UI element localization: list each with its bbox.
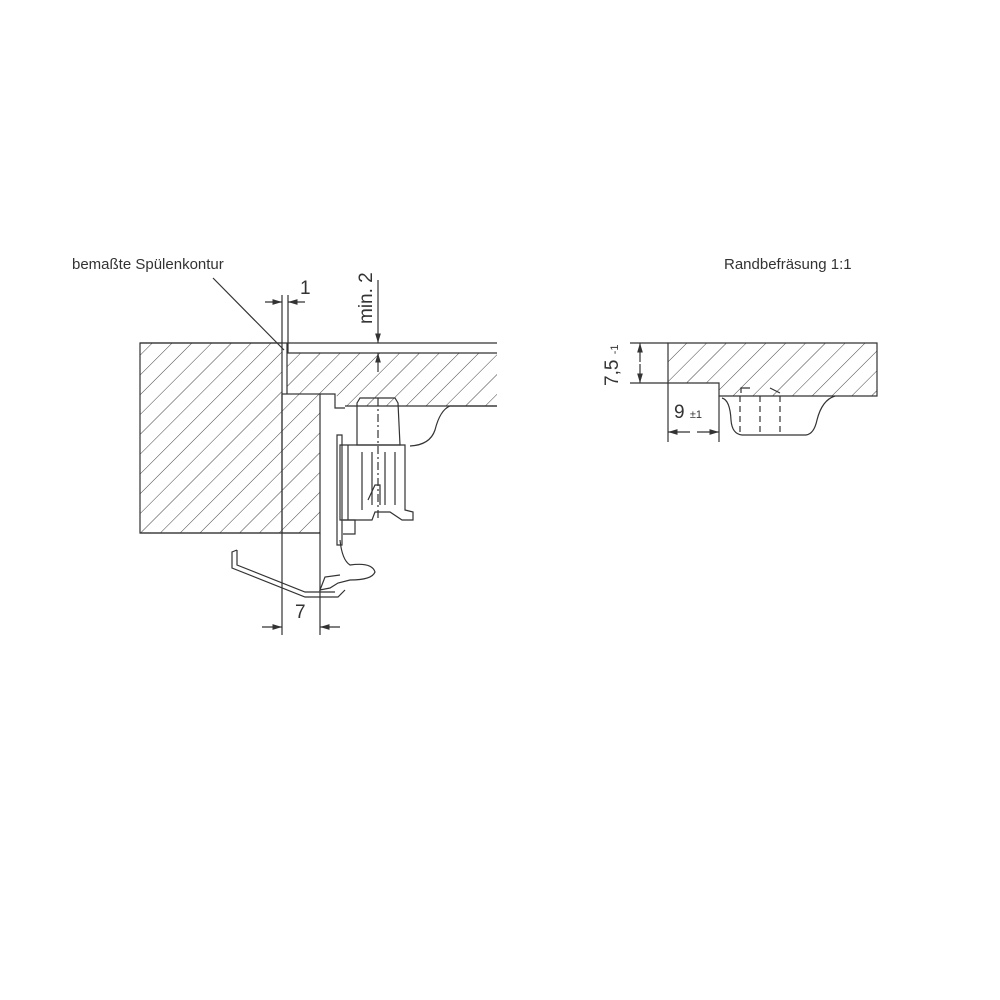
left-section-view [139, 277, 497, 635]
edge-milling-section [667, 342, 878, 397]
dim-width-right-value: 9 ±1 [674, 402, 702, 424]
detail-title: Randbefräsung 1:1 [724, 256, 852, 273]
dimension-gap [265, 295, 305, 353]
dim-depth-value: 7,5 -1 [602, 345, 624, 386]
sink-flange-section [287, 353, 497, 406]
dim-depth-tolerance: -1 [609, 344, 621, 355]
contour-label: bemaßte Spülenkontur [72, 256, 224, 273]
dim-depth-number: 7,5 [602, 359, 623, 386]
sink-wall-section [281, 393, 321, 534]
dim-width-tolerance: ±1 [689, 409, 703, 421]
dimension-width-left [262, 533, 340, 635]
dim-width-number: 9 [674, 402, 685, 423]
dim-min-value: min. 2 [356, 272, 377, 324]
right-detail-view [630, 342, 878, 442]
dim-gap-value: 1 [300, 278, 311, 299]
countertop-section [139, 342, 283, 534]
dim-width-left-value: 7 [295, 602, 306, 623]
leader-line [212, 277, 285, 351]
